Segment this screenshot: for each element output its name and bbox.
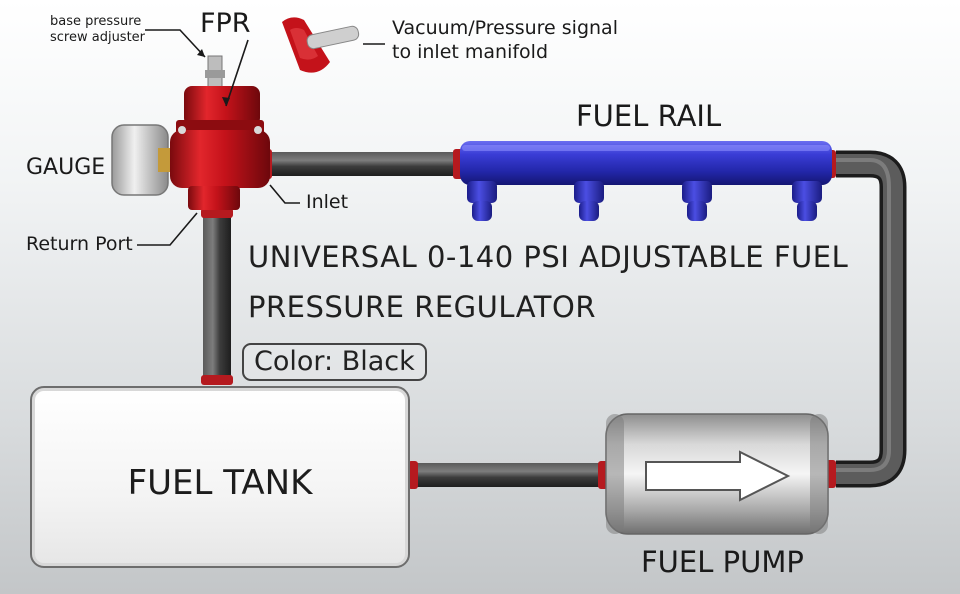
inlet-label: Inlet bbox=[306, 191, 349, 213]
fuel-pump-label: FUEL PUMP bbox=[641, 545, 804, 579]
pressure-gauge bbox=[111, 124, 174, 196]
fpr-arrow-icon bbox=[222, 97, 230, 106]
return-port-label: Return Port bbox=[26, 233, 133, 255]
flow-arrow-icon bbox=[645, 450, 791, 502]
adjuster-label-line2: screw adjuster bbox=[50, 30, 146, 45]
fuel-pressure-regulator bbox=[170, 55, 270, 210]
product-title-line1: UNIVERSAL 0-140 PSI ADJUSTABLE FUEL bbox=[248, 240, 849, 274]
hose-tank-to-pump bbox=[410, 463, 606, 487]
product-title-line2: PRESSURE REGULATOR bbox=[248, 290, 596, 324]
vacuum-label-line2: to inlet manifold bbox=[392, 41, 549, 63]
vacuum-label: Vacuum/Pressure signal to inlet manifold bbox=[392, 16, 618, 64]
adjuster-label-line1: base pressure bbox=[50, 14, 142, 29]
fuel-tank-label: FUEL TANK bbox=[127, 463, 313, 503]
fuel-tank: FUEL TANK bbox=[30, 386, 410, 568]
color-badge: Color: Black bbox=[242, 343, 427, 381]
hose-rail-to-pump bbox=[836, 150, 907, 488]
hose-regulator-to-rail bbox=[262, 152, 460, 176]
vacuum-label-line1: Vacuum/Pressure signal bbox=[392, 17, 618, 39]
leader-lines bbox=[137, 29, 385, 246]
vacuum-port-fitting bbox=[282, 17, 360, 73]
fpr-label: FPR bbox=[200, 8, 251, 39]
fuel-rail bbox=[460, 141, 832, 185]
gauge-label: GAUGE bbox=[26, 155, 106, 180]
fuel-injectors bbox=[467, 181, 822, 221]
adjuster-label: base pressure screw adjuster bbox=[50, 14, 145, 46]
hose-return-line bbox=[203, 210, 231, 385]
adjuster-arrow-icon bbox=[197, 49, 205, 57]
fuel-rail-label: FUEL RAIL bbox=[576, 99, 722, 133]
